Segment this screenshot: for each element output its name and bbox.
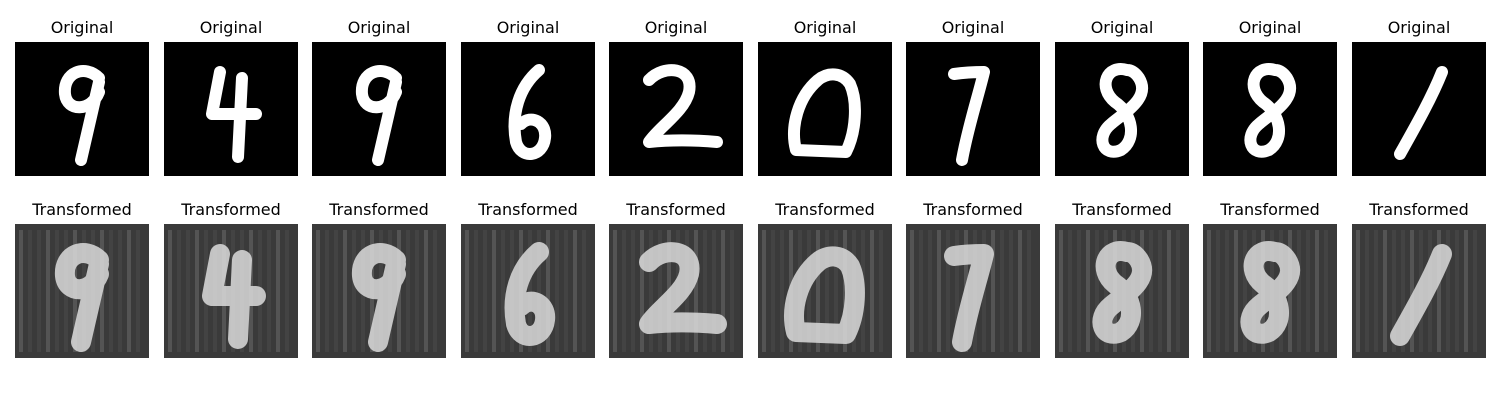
digit-2-graphic <box>609 224 743 358</box>
digit-1-graphic <box>1352 224 1486 358</box>
panel-title: Transformed <box>923 200 1023 219</box>
digit-8-graphic <box>1203 224 1337 358</box>
digit-9-graphic <box>15 224 149 358</box>
panel-title: Transformed <box>329 200 429 219</box>
panel-title: Original <box>1238 18 1302 37</box>
original-digit-image <box>312 42 446 176</box>
transformed-digit-image <box>15 224 149 358</box>
digit-4-graphic <box>164 224 298 358</box>
transformed-digit-image <box>758 224 892 358</box>
original-digit-image <box>15 42 149 176</box>
panel-title: Transformed <box>478 200 578 219</box>
transformed-digit-image <box>1203 224 1337 358</box>
panel-title: Original <box>496 18 560 37</box>
digit-6-graphic <box>461 224 595 358</box>
digit-0-graphic <box>758 42 892 176</box>
panel-title: Transformed <box>1369 200 1469 219</box>
digit-2-graphic <box>609 42 743 176</box>
panel-title: Transformed <box>626 200 726 219</box>
original-digit-image <box>1055 42 1189 176</box>
digit-8-graphic <box>1055 224 1189 358</box>
transformed-digit-image <box>1055 224 1189 358</box>
transformed-digit-image <box>906 224 1040 358</box>
digit-7-graphic <box>906 42 1040 176</box>
panel-title: Original <box>644 18 708 37</box>
panel-title: Original <box>1387 18 1451 37</box>
panel-title: Original <box>50 18 114 37</box>
panel-title: Original <box>347 18 411 37</box>
original-digit-image <box>164 42 298 176</box>
digit-8-graphic <box>1203 42 1337 176</box>
transformed-digit-image <box>461 224 595 358</box>
panel-title: Original <box>199 18 263 37</box>
original-digit-image <box>906 42 1040 176</box>
original-digit-image <box>461 42 595 176</box>
digit-4-graphic <box>164 42 298 176</box>
panel-title: Transformed <box>1072 200 1172 219</box>
panel-title: Transformed <box>181 200 281 219</box>
digit-7-graphic <box>906 224 1040 358</box>
transformed-digit-image <box>312 224 446 358</box>
panel-title: Original <box>941 18 1005 37</box>
digit-8-graphic <box>1055 42 1189 176</box>
digit-9-graphic <box>312 42 446 176</box>
digit-0-graphic <box>758 224 892 358</box>
digit-9-graphic <box>15 42 149 176</box>
transformed-digit-image <box>1352 224 1486 358</box>
panel-title: Transformed <box>1220 200 1320 219</box>
digit-9-graphic <box>312 224 446 358</box>
original-digit-image <box>609 42 743 176</box>
digit-1-graphic <box>1352 42 1486 176</box>
original-digit-image <box>1203 42 1337 176</box>
panel-title: Transformed <box>775 200 875 219</box>
panel-title: Transformed <box>32 200 132 219</box>
transformed-digit-image <box>609 224 743 358</box>
digit-6-graphic <box>461 42 595 176</box>
transformed-digit-image <box>164 224 298 358</box>
original-digit-image <box>1352 42 1486 176</box>
original-digit-image <box>758 42 892 176</box>
panel-title: Original <box>793 18 857 37</box>
panel-title: Original <box>1090 18 1154 37</box>
